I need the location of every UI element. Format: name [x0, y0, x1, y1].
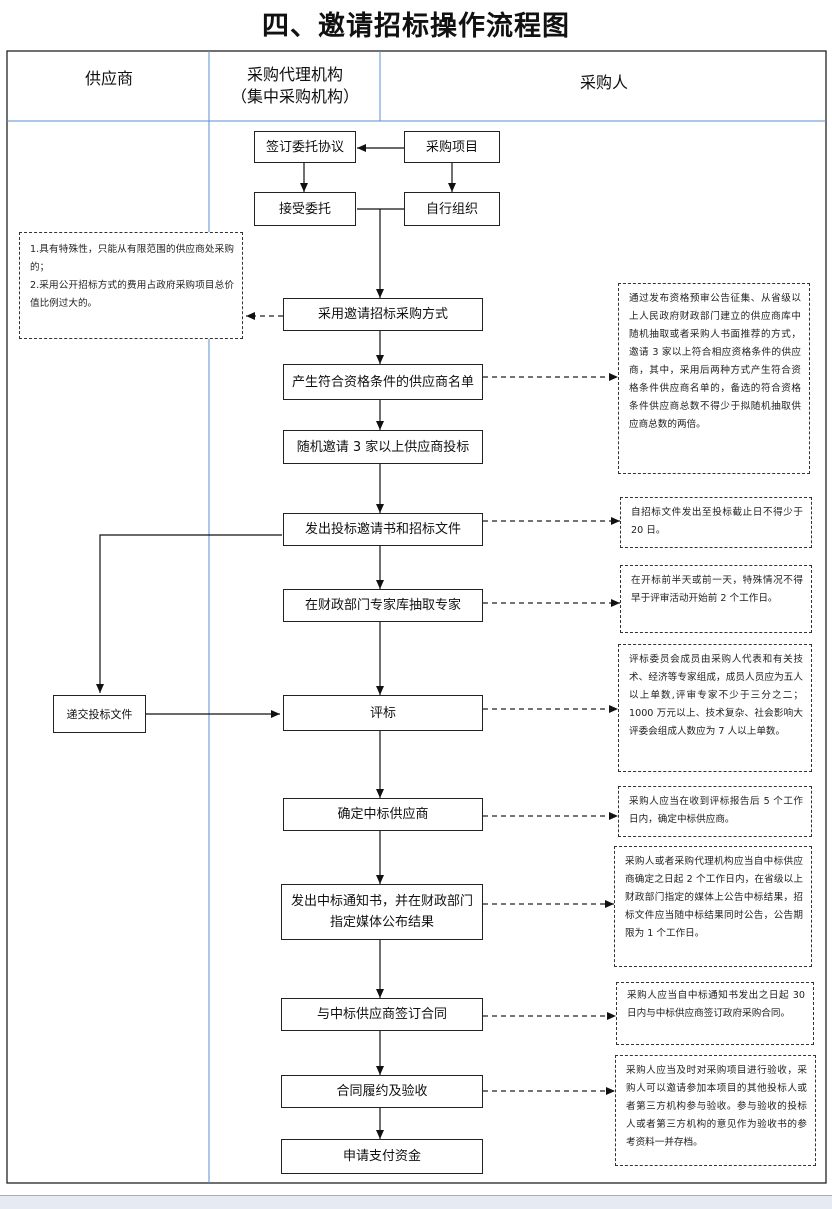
- lane-header-agency-line2: （集中采购机构）: [230, 87, 359, 106]
- note-bid-period: 自招标文件发出至投标截止日不得少于 20 日。: [620, 497, 812, 548]
- box-notify-line1: 发出中标通知书，并在财政部门: [290, 894, 473, 909]
- box-random-invite: 随机邀请 3 家以上供应商投标: [283, 430, 483, 464]
- note-qualification: 通过发布资格预审公告征集、从省级以上人民政府财政部门建立的供应商库中随机抽取或者…: [618, 283, 810, 474]
- box-confirm-winner: 确定中标供应商: [283, 798, 483, 831]
- box-evaluation: 评标: [283, 695, 483, 731]
- box-notify: 发出中标通知书，并在财政部门 指定媒体公布结果: [281, 884, 483, 940]
- box-performance: 合同履约及验收: [281, 1075, 483, 1108]
- lane-header-supplier: 供应商: [84, 69, 133, 88]
- box-notify-line2: 指定媒体公布结果: [329, 915, 434, 930]
- dashed-connectors: [246, 312, 620, 1095]
- box-purchase-project: 采购项目: [404, 131, 500, 163]
- page-title: 四、邀请招标操作流程图: [262, 11, 570, 42]
- status-bar: [0, 1195, 832, 1209]
- note-expert-draw: 在开标前半天或前一天，特殊情况不得早于评审活动开始前 2 个工作日。: [620, 565, 812, 633]
- note-conditions: 1.具有特殊性，只能从有限范围的供应商处采购的； 2.采用公开招标方式的费用占政…: [19, 232, 243, 339]
- note-contract-days: 采购人应当自中标通知书发出之日起 30 日内与中标供应商签订政府采购合同。: [616, 982, 814, 1045]
- solid-connectors: [96, 144, 456, 1139]
- box-payment: 申请支付资金: [281, 1139, 483, 1174]
- note-conditions-item-1: 1.具有特殊性，只能从有限范围的供应商处采购的；: [30, 244, 234, 273]
- note-confirm-days: 采购人应当在收到评标报告后 5 个工作日内，确定中标供应商。: [618, 786, 812, 837]
- lane-header-agency-line1: 采购代理机构: [246, 65, 343, 84]
- box-accept-commission: 接受委托: [254, 192, 356, 226]
- outer-frame: [6, 50, 827, 1184]
- note-acceptance: 采购人应当及时对采购项目进行验收，采购人可以邀请参加本项目的其他投标人或者第三方…: [615, 1055, 816, 1166]
- box-self-organize: 自行组织: [404, 192, 500, 226]
- lane-header-agency: 采购代理机构 （集中采购机构）: [210, 64, 380, 108]
- box-sign-agreement: 签订委托协议: [254, 131, 356, 163]
- box-supplier-list: 产生符合资格条件的供应商名单: [283, 364, 483, 400]
- note-committee: 评标委员会成员由采购人代表和有关技术、经济等专家组成，成员人员应为五人以上单数,…: [618, 644, 812, 772]
- box-issue-docs: 发出投标邀请书和招标文件: [283, 513, 483, 546]
- box-submit-bid: 递交投标文件: [53, 695, 146, 733]
- box-draw-experts: 在财政部门专家库抽取专家: [283, 589, 483, 622]
- note-announce: 采购人或者采购代理机构应当自中标供应商确定之日起 2 个工作日内，在省级以上财政…: [614, 846, 812, 967]
- box-invite-method: 采用邀请招标采购方式: [283, 298, 483, 331]
- box-sign-contract: 与中标供应商签订合同: [281, 998, 483, 1031]
- lane-header-purchaser: 采购人: [579, 73, 628, 92]
- note-conditions-item-2: 2.采用公开招标方式的费用占政府采购项目总价值比例过大的。: [30, 280, 234, 309]
